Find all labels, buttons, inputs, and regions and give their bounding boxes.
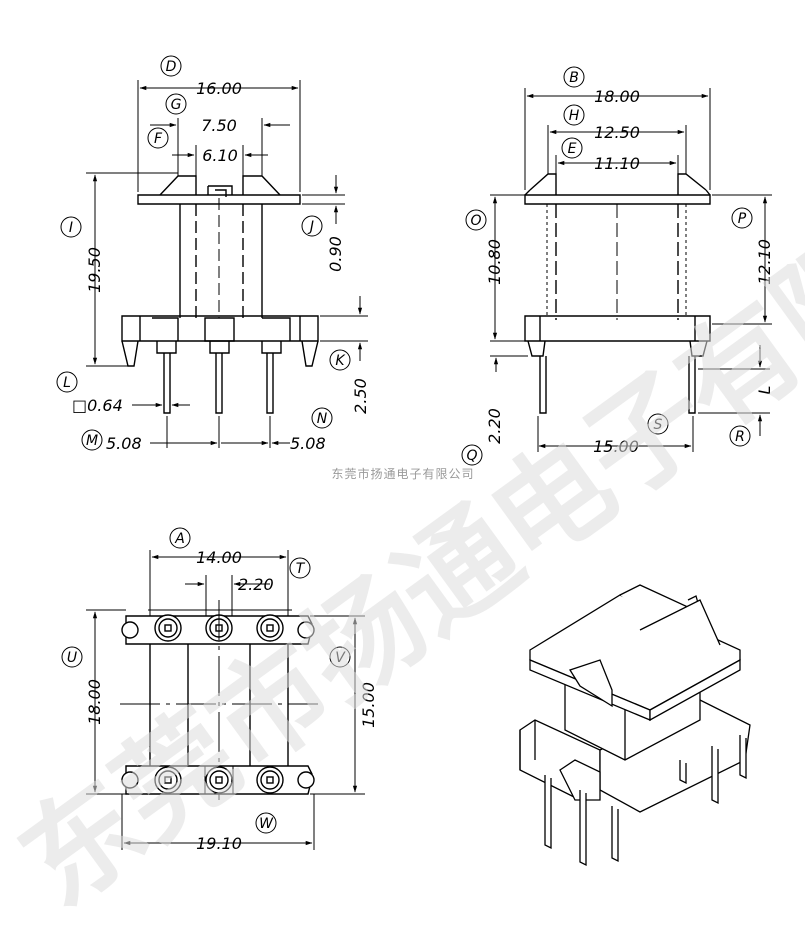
dim-M-value: 5.08 <box>106 434 142 453</box>
dim-O-value: 10.80 <box>485 239 504 285</box>
dim-H-value: 12.50 <box>594 123 640 142</box>
dim-E-value: 11.10 <box>594 154 640 173</box>
dim-I-value: 19.50 <box>85 247 104 293</box>
watermark: 东莞市扬通电子有限公司 <box>0 73 805 932</box>
front-view-labels: D 16.00 G 7.50 F 6.10 I 19.50 J 0.90 K 2… <box>56 55 370 453</box>
label-A: A <box>174 531 185 547</box>
label-O: O <box>470 213 481 229</box>
dim-A-value: 14.00 <box>196 548 242 567</box>
dim-L-small: L <box>755 386 774 395</box>
label-J: J <box>307 219 314 235</box>
dim-U-value: 18.00 <box>85 679 104 725</box>
dim-P-value: 12.10 <box>755 239 774 285</box>
dim-D-value: 16.00 <box>196 79 242 98</box>
label-L: L <box>63 375 71 391</box>
front-view-dimensions <box>86 80 368 448</box>
label-S: S <box>654 417 663 433</box>
side-view-labels: B 18.00 H 12.50 E 11.10 O 10.80 P 12.10 … <box>461 66 774 466</box>
label-V: V <box>335 650 346 666</box>
dim-T-value: 2.20 <box>238 575 274 594</box>
watermark-text: 东莞市扬通电子有限公司 <box>0 73 805 932</box>
bottom-view <box>120 600 318 800</box>
label-P: P <box>738 211 747 227</box>
label-Q: Q <box>466 448 477 464</box>
dim-V-value: 15.00 <box>359 682 378 728</box>
bottom-view-labels: A 14.00 T 2.20 U 18.00 V 15.00 W 19.10 <box>61 527 378 853</box>
front-view <box>121 175 319 414</box>
dim-L-value: □0.64 <box>72 396 123 415</box>
label-F: F <box>154 131 163 147</box>
dim-W-value: 19.10 <box>196 834 242 853</box>
dim-S-value: 15.00 <box>593 437 639 456</box>
side-view-dimensions <box>490 88 772 452</box>
isometric-view <box>519 584 751 867</box>
label-B: B <box>569 70 579 86</box>
label-W: W <box>259 816 274 832</box>
company-caption: 东莞市扬通电子有限公司 <box>331 466 474 481</box>
dim-G-value: 7.50 <box>201 116 237 135</box>
label-M: M <box>86 433 98 449</box>
dim-K-value: 2.50 <box>351 378 370 414</box>
label-U: U <box>67 650 77 666</box>
label-H: H <box>569 108 580 124</box>
label-N: N <box>317 411 328 427</box>
dim-N-value: 5.08 <box>290 434 326 453</box>
dim-Q-value: 2.20 <box>485 408 504 444</box>
label-D: D <box>166 59 177 75</box>
bottom-view-dimensions <box>86 550 365 850</box>
label-K: K <box>335 353 346 369</box>
label-T: T <box>296 561 306 577</box>
label-E: E <box>568 141 577 157</box>
side-view <box>524 173 711 414</box>
dim-B-value: 18.00 <box>594 87 640 106</box>
label-I: I <box>69 220 73 236</box>
dim-J-value: 0.90 <box>326 236 345 272</box>
label-R: R <box>735 429 745 445</box>
dim-F-value: 6.10 <box>202 146 238 165</box>
label-G: G <box>171 97 182 113</box>
